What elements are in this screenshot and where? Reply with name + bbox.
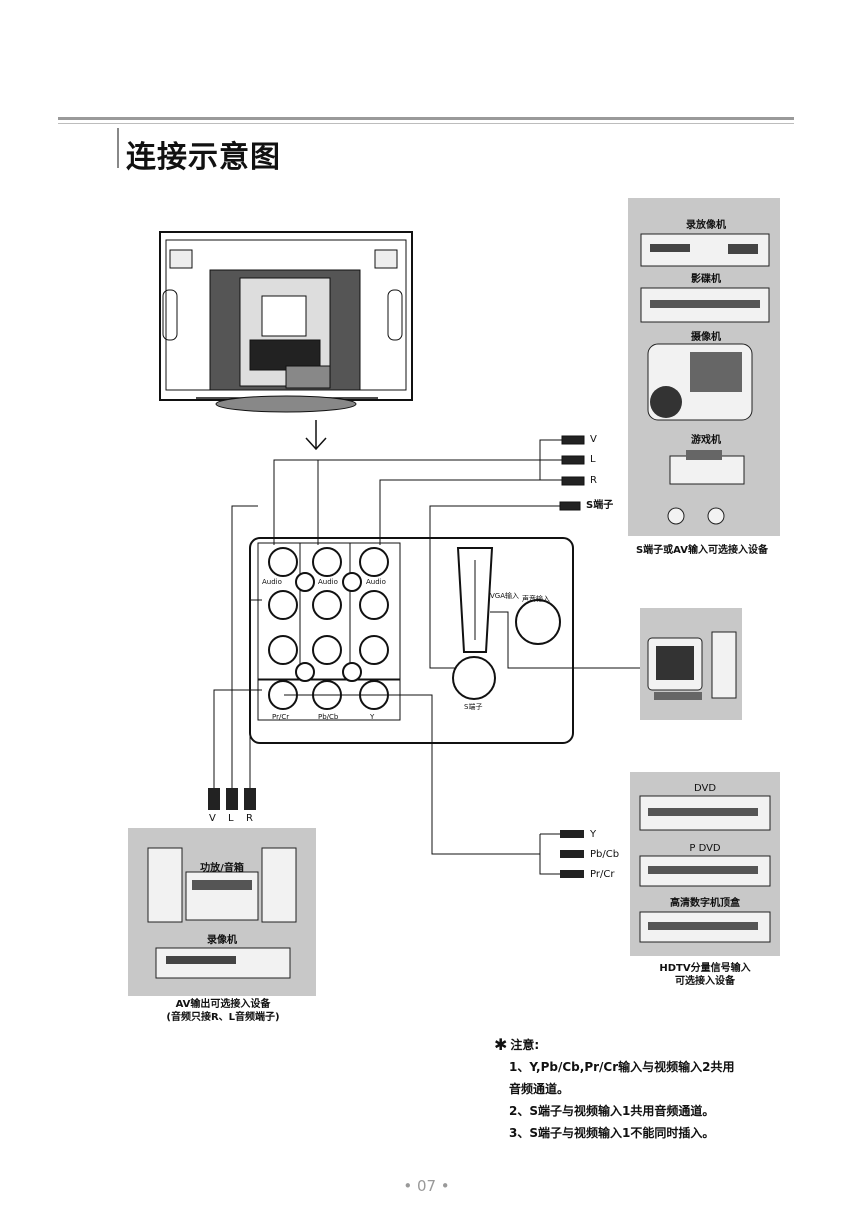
panel-audio-label-2: Audio xyxy=(318,578,338,586)
panel-label-pb: Pb/Cb xyxy=(318,713,339,721)
panel-label-y: Y xyxy=(370,713,375,721)
caption-top-right: S端子或AV输入可选接入设备 xyxy=(635,545,768,556)
label-r-bottom: R xyxy=(246,813,253,824)
label-l-top: L xyxy=(590,454,596,465)
panel-label-pr: Pr/Cr xyxy=(272,713,290,721)
label-vcr: 录放像机 xyxy=(686,220,726,231)
title-accent-bar xyxy=(117,128,119,168)
note-line-4: 3、S端子与视频输入1不能同时插入。 xyxy=(509,1126,715,1140)
label-dvd: DVD xyxy=(693,783,717,794)
computer-panel xyxy=(640,608,742,720)
star-icon: ✱ xyxy=(494,1035,508,1054)
label-hd-settop-box: 高清数字机顶盒 xyxy=(670,898,740,909)
bottom-left-plugs xyxy=(208,788,256,810)
label-camcorder: 摄像机 xyxy=(691,332,721,343)
label-v-bottom: V xyxy=(209,813,216,824)
panel-audio-label-1: Audio xyxy=(262,578,282,586)
vga-cable xyxy=(490,611,640,669)
bottom-right-devices-panel xyxy=(630,772,780,956)
left-cables xyxy=(213,505,262,790)
rca-jacks xyxy=(268,547,389,710)
panel-s-terminal-label: S端子 xyxy=(464,703,483,711)
down-arrow-icon xyxy=(305,420,327,451)
caption-bottom-right-2: 可选接入设备 xyxy=(675,976,735,987)
caption-bottom-left-2: (音频只接R、L音频端子) xyxy=(166,1012,280,1023)
vga-port xyxy=(456,547,494,653)
s-video-jack xyxy=(452,656,496,700)
panel-vga-label: VGA输入 xyxy=(490,592,520,600)
component-plugs xyxy=(560,830,584,878)
notes-block: ✱ 注意: 1、Y,Pb/Cb,Pr/Cr输入与视频输入2共用 音频通道。 2、… xyxy=(494,1034,735,1144)
caption-bottom-right-1: HDTV分量信号输入 xyxy=(659,963,751,974)
caption-bottom-left-1: AV输出可选接入设备 xyxy=(175,999,271,1010)
top-connectors xyxy=(273,435,585,669)
page-title: 连接示意图 xyxy=(126,140,281,175)
panel-audio-label-3: Audio xyxy=(366,578,386,586)
header-rule-thin xyxy=(58,123,794,124)
note-line-1: 1、Y,Pb/Cb,Pr/Cr输入与视频输入2共用 xyxy=(509,1060,735,1074)
audio-input-jack xyxy=(515,599,561,645)
top-right-devices-panel xyxy=(628,198,780,536)
label-r-top: R xyxy=(590,475,597,486)
note-line-3: 2、S端子与视频输入1共用音频通道。 xyxy=(509,1104,715,1118)
label-l-bottom: L xyxy=(228,813,234,824)
label-p-dvd: P DVD xyxy=(689,843,721,854)
label-pb-cb: Pb/Cb xyxy=(590,849,620,860)
note-line-2: 音频通道。 xyxy=(509,1082,570,1096)
tv-rear-view xyxy=(159,231,413,413)
label-y: Y xyxy=(590,829,597,840)
label-disc-player: 影碟机 xyxy=(691,274,721,285)
label-pr-cr: Pr/Cr xyxy=(590,869,615,880)
label-game-console: 游戏机 xyxy=(691,435,721,446)
label-video-recorder: 录像机 xyxy=(207,935,237,946)
page-number: • 07 • xyxy=(403,1177,450,1195)
label-v-top: V xyxy=(590,434,597,445)
panel-audio-in-label: 声音输入 xyxy=(522,595,550,603)
notes-heading: 注意: xyxy=(510,1038,540,1052)
component-cables xyxy=(284,694,560,875)
header-rule xyxy=(58,117,794,120)
label-s-terminal: S端子 xyxy=(586,500,614,511)
bottom-left-devices-panel xyxy=(128,828,316,996)
label-amplifier: 功放/音箱 xyxy=(200,863,244,874)
